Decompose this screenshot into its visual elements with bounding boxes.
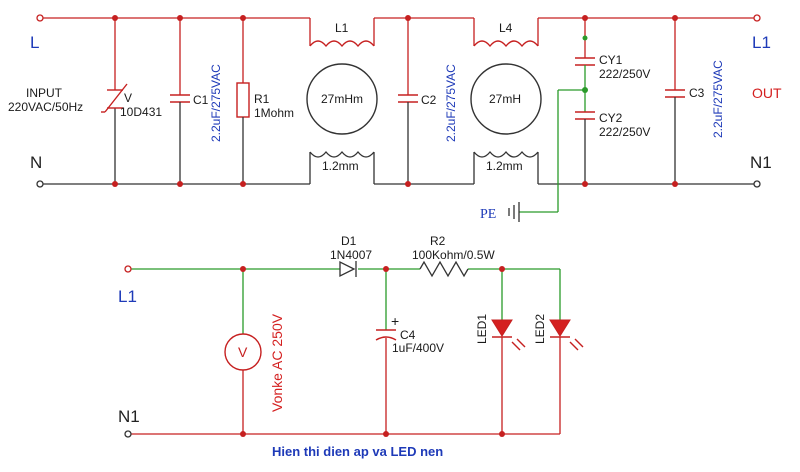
junction-dot [499,431,505,437]
junction-dot [112,181,118,187]
capacitor-c1 [170,18,190,184]
r2-value: 100Kohm/0.5W [412,248,495,262]
junction-dot [240,266,246,272]
input-label: INPUT [26,86,63,100]
choke-l4 [470,40,542,158]
voltmeter-symbol: V [238,344,248,360]
junction-dot [582,35,588,41]
d1-part: 1N4007 [330,248,372,262]
c2-value: 2.2uF/275VAC [444,64,458,142]
cy2-value: 222/250V [599,125,650,139]
led1-ref: LED1 [475,314,489,344]
c2-ref: C2 [421,93,437,107]
led1 [491,319,526,351]
led2-ref: LED2 [533,314,547,344]
choke-l1 [306,40,378,158]
input-voltage-label: 220VAC/50Hz [8,100,83,114]
junction-dot [112,15,118,21]
l4-core: 27mH [489,92,521,106]
label-n1-out: N1 [750,153,772,172]
l4-wire: 1.2mm [486,159,523,173]
junction-dot [672,15,678,21]
junction-dot [672,181,678,187]
r2-ref: R2 [430,234,446,248]
junction-dot [240,15,246,21]
out-label: OUT [752,85,782,101]
terminal-n1-indicator [124,430,132,438]
d1-ref: D1 [341,234,357,248]
c3-value: 2.2uF/275VAC [711,60,725,138]
terminal-n1-out [753,180,761,188]
terminal-l1-indicator [124,265,132,273]
l4-ref: L4 [499,21,513,35]
junction-dot [582,181,588,187]
capacitor-c3 [665,18,685,184]
label-n-in: N [30,153,42,172]
c1-ref: C1 [193,93,209,107]
terminal-l-in [36,14,44,22]
led2 [549,319,584,351]
varistor-ref: V [124,91,132,105]
c4-polarity: + [391,313,399,329]
ground-icon [508,202,520,222]
c3-ref: C3 [689,86,705,100]
r1-value: 1Mohm [254,106,294,120]
l1-ref: L1 [335,21,349,35]
label-l1-out: L1 [752,33,771,52]
junction-dot [177,15,183,21]
junction-dot [499,266,505,272]
diode-d1 [339,260,357,278]
varistor-part: 10D431 [120,105,162,119]
junction-dot [383,431,389,437]
pe-wire [519,89,585,213]
resistor-r1 [236,18,250,184]
capacitor-c4 [375,269,397,434]
c4-value: 1uF/400V [392,341,444,355]
label-n1-indicator: N1 [118,407,140,426]
voltmeter-label: Vonke AC 250V [269,313,285,412]
neutral-rail-bottom [42,152,755,185]
line-rail-top [42,17,755,46]
junction-dot [177,181,183,187]
c4-ref: C4 [400,328,416,342]
junction-dot [405,15,411,21]
varistor-10d431 [101,18,128,184]
cy1-ref: CY1 [599,53,623,67]
c1-value: 2.2uF/275VAC [209,64,223,142]
capacitor-cy1-cy2 [575,18,595,184]
voltmeter [224,269,262,434]
r1-ref: R1 [254,92,270,106]
indicator-caption: Hien thi dien ap va LED nen [272,444,443,459]
label-l1-indicator: L1 [118,287,137,306]
terminal-n-in [36,180,44,188]
junction-dot [582,15,588,21]
terminal-l1-out [753,14,761,22]
cy1-value: 222/250V [599,67,650,81]
l1-core: 27mHm [321,92,363,106]
pe-label: PE [480,207,496,222]
resistor-r2 [419,260,469,278]
indicator-line-wire [130,268,561,320]
indicator-neutral-wire [130,337,561,435]
junction-dot [240,181,246,187]
capacitor-c2 [398,18,418,184]
junction-dot [240,431,246,437]
l1-wire: 1.2mm [322,159,359,173]
junction-dot [383,266,389,272]
junction-dot [405,181,411,187]
cy2-ref: CY2 [599,111,623,125]
label-l-in: L [30,33,39,52]
